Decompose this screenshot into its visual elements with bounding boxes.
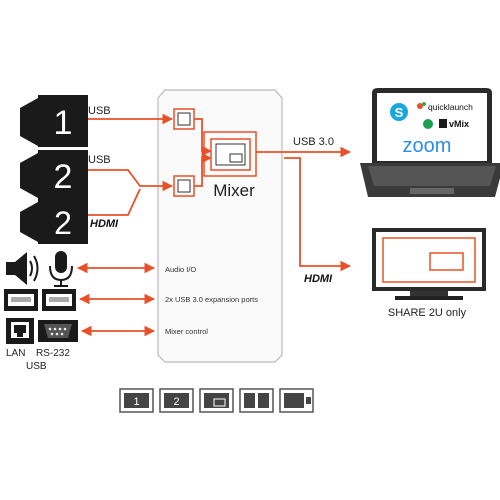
microphone-icon [49, 251, 73, 287]
zoom-logo: zoom [403, 135, 452, 157]
lan-label: LAN [6, 348, 25, 359]
lan-port-icon [6, 318, 34, 344]
camera-2-icon: 2 [20, 150, 88, 200]
mode-2-icon: 2 [159, 388, 194, 413]
cam3-hdmi-label: HDMI [90, 218, 119, 230]
usb-peripheral-label: USB [26, 361, 47, 372]
vmix-logo: vMix [439, 119, 469, 129]
usb-ports-icon [4, 289, 76, 311]
monitor-caption: SHARE 2U only [388, 307, 467, 319]
input-port-1 [173, 108, 195, 130]
cam3-hdmi-line [88, 188, 141, 216]
mode-1-number: 1 [133, 396, 139, 408]
mixer-control-label: Mixer control [165, 327, 208, 336]
mode-side-pip-icon [279, 388, 314, 413]
hdmi-out-line [284, 157, 352, 272]
cam1-number: 1 [54, 104, 73, 142]
usb-ports-label: 2x USB 3.0 expansion ports [165, 295, 258, 304]
quicklaunch-logo: quicklaunch [417, 102, 473, 112]
mixer-block [203, 131, 257, 177]
mixer-label: Mixer [213, 181, 255, 200]
quicklaunch-text: quicklaunch [428, 102, 473, 112]
device-box [157, 89, 283, 363]
skype-glyph: S [395, 105, 404, 120]
usb3-label: USB 3.0 [293, 136, 334, 148]
port2-to-mixer-line [194, 152, 213, 187]
audio-io-label: Audio I/O [165, 265, 196, 274]
hangouts-icon [423, 119, 433, 129]
cam1-usb-label: USB [88, 105, 111, 117]
hdmi-out-label: HDMI [304, 273, 333, 285]
port1-to-mixer-line [194, 118, 213, 157]
speaker-icon [6, 252, 39, 285]
rs232-label: RS-232 [36, 348, 70, 359]
cam2-usb-line [88, 169, 174, 192]
rs232-port-icon [38, 320, 78, 342]
mode-1-icon: 1 [119, 388, 154, 413]
monitor-icon [372, 228, 486, 300]
mode-split-icon [239, 388, 274, 413]
mode-pip-icon [199, 388, 234, 413]
vmix-text: vMix [449, 119, 469, 129]
cam2-number: 2 [54, 158, 73, 196]
laptop-icon [360, 88, 500, 197]
skype-icon: S [390, 103, 408, 121]
camera-3-icon: 2 [20, 198, 88, 244]
cam2-usb-label: USB [88, 154, 111, 166]
camera-1-icon: 1 [20, 95, 88, 147]
mode-2-number: 2 [173, 396, 179, 408]
cam3-number: 2 [54, 205, 72, 241]
